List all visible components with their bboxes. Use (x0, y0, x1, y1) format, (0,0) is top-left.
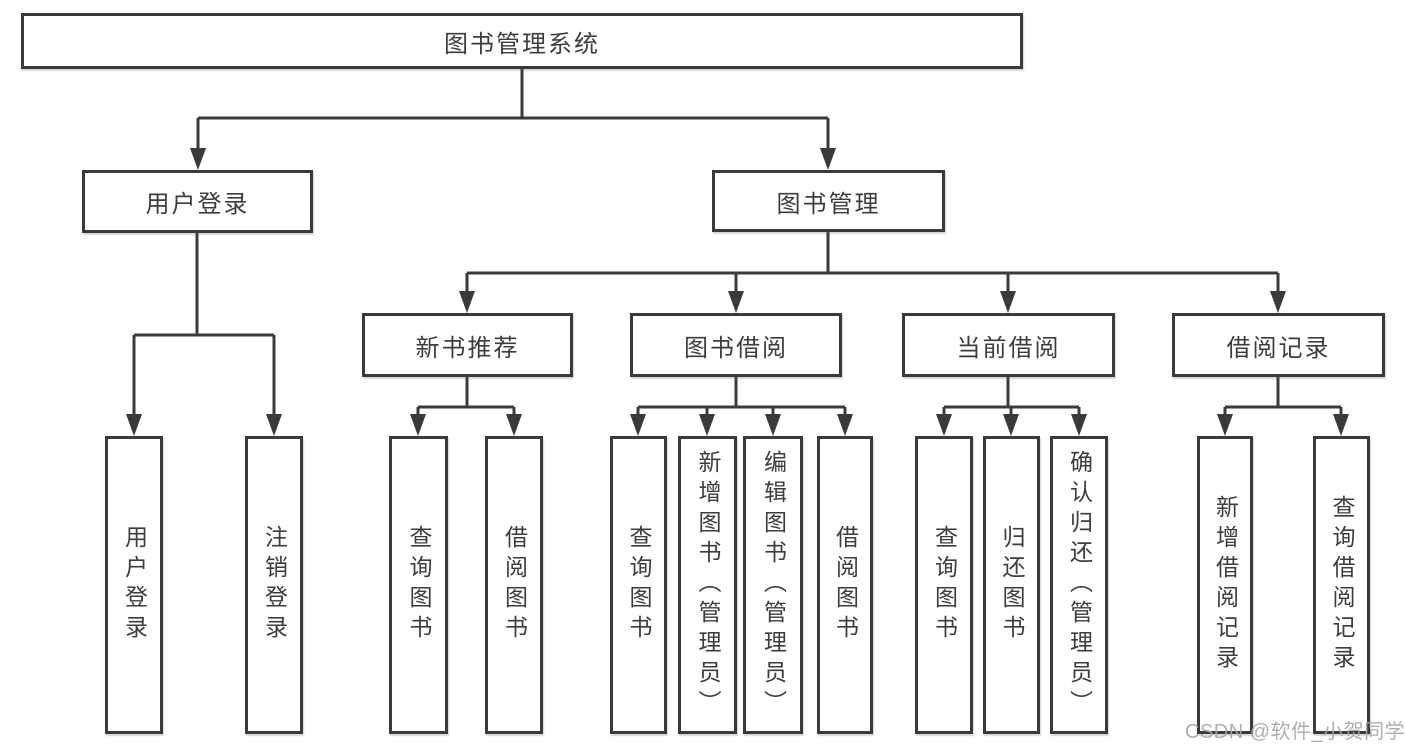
diagram-leaf-borrow-books-1: 借阅图书 (485, 436, 543, 734)
diagram-node-user-login: 用户登录 (82, 170, 313, 233)
diagram-leaf-add-books-admin: 新增图书（管理员） (678, 436, 737, 734)
diagram-leaf-add-borrow-record: 新增借阅记录 (1197, 436, 1253, 734)
diagram-leaf-query-books-3: 查询图书 (915, 436, 973, 734)
diagram-node-current-borrowing: 当前借阅 (902, 313, 1115, 377)
diagram-leaf-query-books-2: 查询图书 (610, 436, 667, 734)
diagram-node-book-borrowing: 图书借阅 (630, 313, 842, 377)
diagram-leaf-edit-books-admin: 编辑图书（管理员） (743, 436, 803, 734)
diagram-node-borrow-records: 借阅记录 (1172, 313, 1385, 377)
diagram-leaf-borrow-books-2: 借阅图书 (817, 436, 873, 734)
diagram-node-book-management: 图书管理 (712, 170, 945, 232)
csdn-watermark: CSDN @软件_小贺同学 (1185, 721, 1405, 743)
diagram-leaf-logout: 注销登录 (245, 436, 303, 734)
diagram-leaf-query-borrow-record: 查询借阅记录 (1313, 436, 1370, 734)
diagram-leaf-return-books: 归还图书 (983, 436, 1040, 734)
diagram-leaf-query-books-1: 查询图书 (389, 436, 448, 734)
diagram-node-system-root: 图书管理系统 (21, 13, 1023, 69)
diagram-leaf-user-login: 用户登录 (105, 436, 163, 734)
diagram-leaf-confirm-return-admin: 确认归还（管理员） (1050, 436, 1108, 734)
diagram-node-new-book-recommend: 新书推荐 (362, 313, 573, 377)
